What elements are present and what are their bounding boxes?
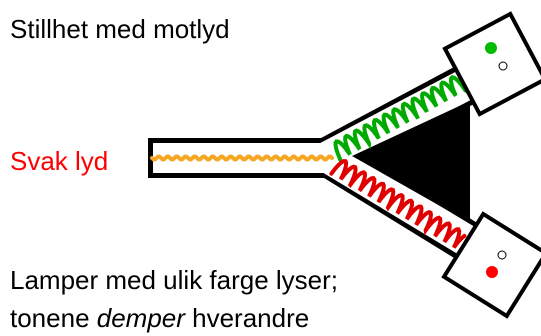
weak-sound-wave: [150, 154, 334, 162]
lower-lamp-off-light: [497, 250, 507, 260]
caption-line-2: tonene demper hverandre: [10, 303, 309, 333]
upper-lamp-green-light: [485, 42, 497, 54]
lower-lamp-red-light: [486, 266, 498, 278]
lower-lamp-box: [441, 211, 541, 319]
upper-green-wave: [333, 74, 470, 162]
branch-divider: [352, 101, 470, 223]
upper-lamp-box: [442, 11, 541, 117]
caption-line-2-pre: tonene: [10, 303, 97, 333]
title-label: Stillhet med motlyd: [10, 14, 230, 44]
lower-red-wave: [329, 159, 467, 249]
caption-line-1: Lamper med ulik farge lyser;: [10, 265, 338, 295]
upper-lamp-off-light: [498, 61, 508, 71]
input-sound-label: Svak lyd: [10, 146, 108, 176]
caption-line-2-post: hverandre: [185, 303, 309, 333]
caption-emphasis: demper: [97, 303, 186, 333]
